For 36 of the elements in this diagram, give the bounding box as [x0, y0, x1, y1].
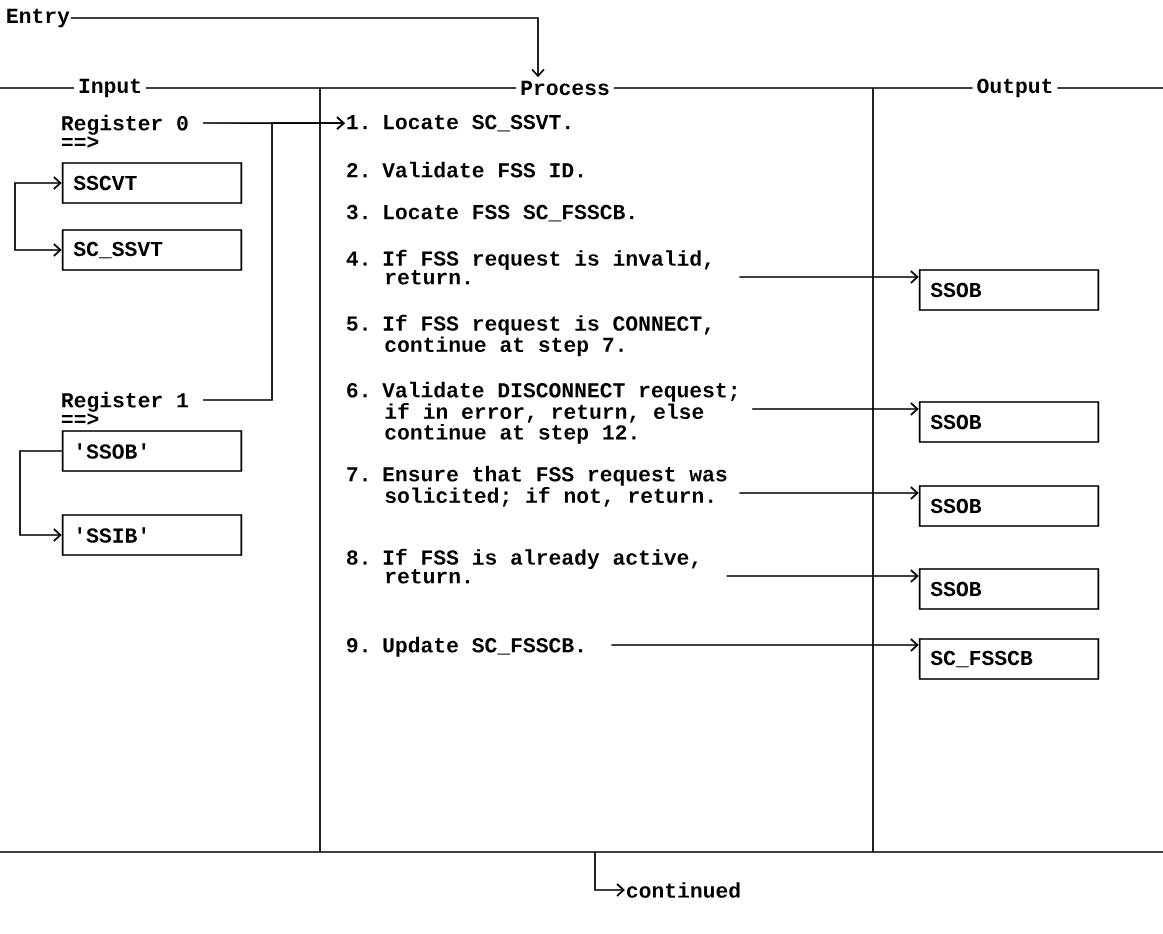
column-header: Output [972, 76, 1058, 100]
step-text: 4. If FSS request is invalid, return. [346, 249, 710, 285]
step-text: 2. Validate FSS ID. [347, 161, 583, 178]
control-block-box: 'SSOB' [61, 430, 243, 472]
control-block-box: SSOB [918, 401, 1100, 443]
arrow [69, 17, 545, 78]
arrow [738, 486, 919, 500]
control-block-box: SSCVT [61, 162, 243, 204]
node-label: Process [521, 80, 609, 96]
note-text: continued [627, 882, 740, 898]
step-text: 5. If FSS request is CONNECT, continue at step 7. [346, 314, 710, 357]
column-header: Process [516, 78, 614, 98]
step-text: 7. Ensure that FSS request was solicited; if not, return. [347, 465, 727, 507]
arrow [19, 450, 63, 542]
arrow [610, 638, 919, 652]
arrow [725, 569, 919, 583]
step-text: 8. If FSS is already active, return. [347, 548, 698, 584]
control-block-box: 'SSIB' [61, 514, 243, 556]
control-block-box: SSOB [918, 485, 1100, 527]
note-text: Entry [7, 8, 70, 28]
control-block-box: SSOB [918, 568, 1100, 610]
arrow [202, 116, 345, 401]
control-block-box: SC_FSSCB [918, 638, 1100, 680]
control-block-box: SC_SSVT [61, 229, 243, 271]
register-text: Register 1 ==> [61, 391, 188, 425]
step-text: 6. Validate DISCONNECT request; if in error, return, else continue at step 12. [347, 381, 737, 444]
control-block-box: SSOB [918, 269, 1100, 311]
arrow [738, 270, 919, 284]
step-text: 3. Locate FSS SC_FSSCB. [346, 204, 634, 222]
arrow [14, 176, 62, 257]
register-text: Register 0 ==> [61, 114, 188, 148]
arrow [751, 402, 919, 416]
step-text: 1. Locate SC_SSVT. [347, 114, 570, 132]
column-header: Input [74, 76, 146, 100]
step-text: 9. Update SC_FSSCB. [347, 636, 583, 657]
arrow [594, 851, 625, 897]
